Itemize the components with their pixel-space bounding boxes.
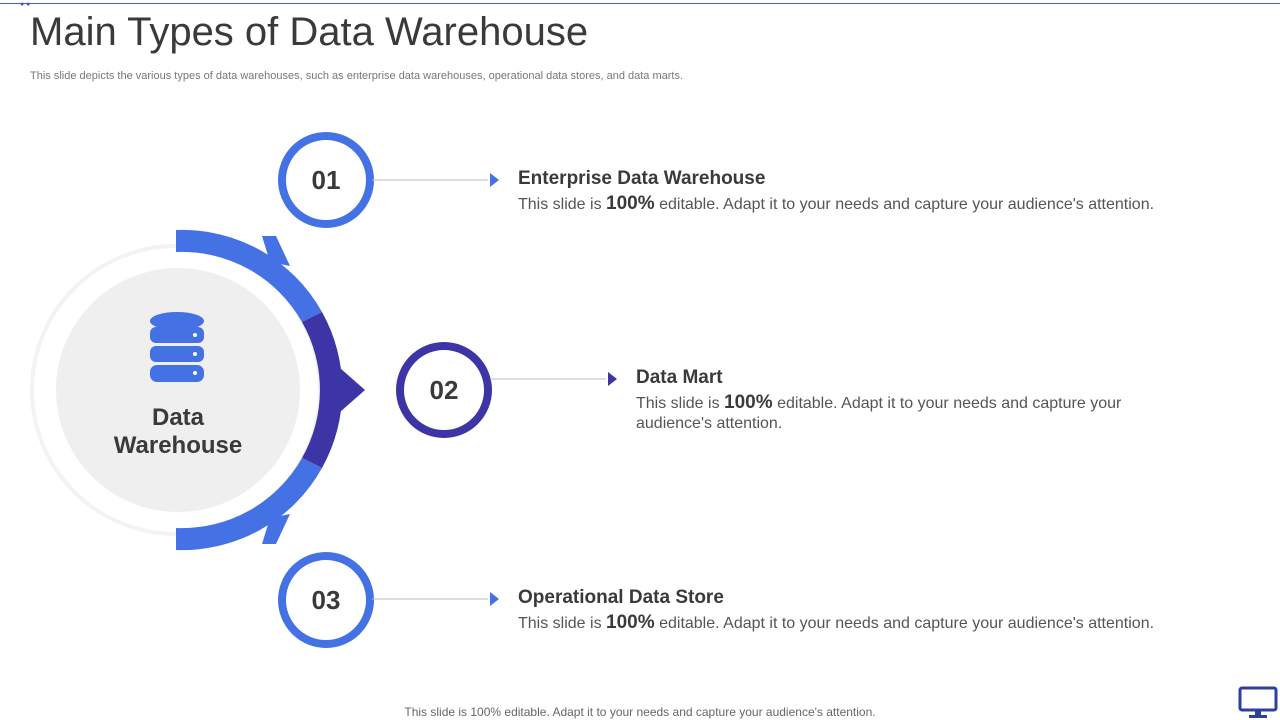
desc-percent: 100% [606,612,655,633]
desc-text: editable. Adapt it to your needs and cap… [654,196,1155,213]
page-subtitle: This slide depicts the various types of … [30,70,684,82]
center-label-line2: Warehouse [113,432,243,459]
top-rule [0,3,1280,4]
item-enterprise-data-warehouse: Enterprise Data Warehouse This slide is … [518,168,1198,215]
desc-text: This slide is [636,395,725,412]
page-title: Main Types of Data Warehouse [30,10,589,54]
desc-percent: 100% [606,193,655,214]
item-description: This slide is 100% editable. Adapt it to… [518,194,1198,215]
arc-segment-middle [302,312,343,468]
monitor-icon[interactable] [1238,686,1278,720]
item-title: Data Mart [636,367,723,388]
footer-note: This slide is 100% editable. Adapt it to… [404,705,876,719]
arrow-right-icon [608,372,617,386]
arc-pointer-middle [340,368,365,412]
arc-segment-bottom [176,458,322,551]
item-data-mart: Data Mart This slide is 100% editable. A… [636,367,1156,434]
center-label: Data Warehouse [78,404,278,460]
number-circle-02 [396,342,492,438]
arrow-right-icon [490,592,499,606]
item-title: Enterprise Data Warehouse [518,168,766,189]
desc-percent: 100% [724,392,773,413]
arrow-right-icon [490,173,499,187]
number-label-03: 03 [311,585,341,615]
item-description: This slide is 100% editable. Adapt it to… [518,613,1198,634]
item-description: This slide is 100% editable. Adapt it to… [636,393,1156,434]
center-label-line1: Data [151,404,205,431]
arc-segment-top [176,229,322,322]
number-circle-03 [278,552,374,648]
database-icon [150,312,204,382]
center-disc [56,268,300,512]
number-label-01: 01 [311,165,341,195]
arc-notch-top [262,236,290,266]
desc-text: This slide is [518,196,607,213]
number-circle-01 [278,132,374,228]
top-dots-icon: ● ● [20,1,31,8]
arc-notch-bottom [262,514,290,544]
number-label-02: 02 [429,375,459,405]
desc-text: editable. Adapt it to your needs and cap… [654,615,1155,632]
item-operational-data-store: Operational Data Store This slide is 100… [518,587,1198,634]
desc-text: editable. Adapt it to your needs and cap… [636,395,1122,432]
item-title: Operational Data Store [518,587,724,608]
desc-text: This slide is [518,615,607,632]
